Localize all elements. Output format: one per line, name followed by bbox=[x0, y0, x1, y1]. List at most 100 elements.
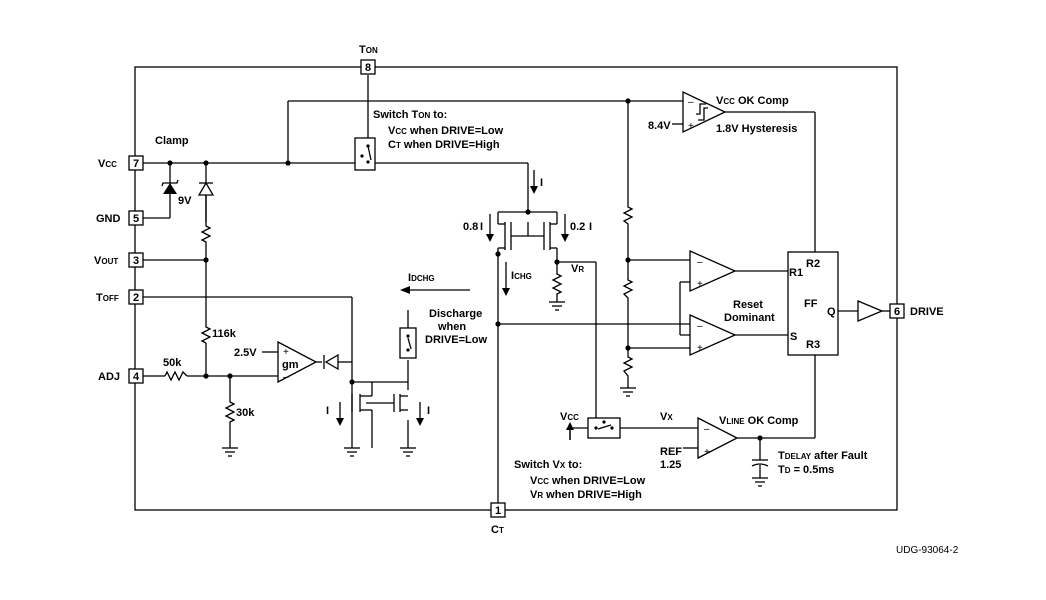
pin-adj-label: ADJ bbox=[98, 371, 120, 383]
vcc-ok-label: VCC OK Comp bbox=[716, 95, 789, 107]
vx-label: VX bbox=[660, 411, 673, 423]
vcc-ok-plus: + bbox=[688, 121, 694, 132]
pin-toff-number: 2 bbox=[133, 292, 139, 304]
ic-boundary bbox=[134, 66, 898, 511]
resistor-div-1 bbox=[622, 205, 634, 228]
switch-ton-title: Switch TON to: bbox=[373, 109, 447, 121]
pin-vout-number: 3 bbox=[133, 255, 139, 267]
current-label-left: I bbox=[326, 405, 329, 417]
pin-ct-number: 1 bbox=[495, 505, 501, 517]
zener-label: 9V bbox=[178, 195, 192, 207]
pin-drive-label: DRIVE bbox=[910, 306, 944, 318]
pin-ct-label: CT bbox=[491, 524, 504, 536]
reset-label-1: Reset bbox=[733, 299, 763, 311]
pin-vcc: 7 VCC bbox=[98, 155, 144, 171]
zener-diode bbox=[161, 179, 179, 194]
ground-symbol-30k bbox=[222, 447, 238, 457]
discharge-label-2: when bbox=[437, 321, 466, 333]
ground-symbol-div bbox=[620, 387, 636, 397]
switch-vx-title: Switch VX to: bbox=[514, 459, 582, 471]
gm-label: gm bbox=[282, 359, 299, 371]
comparator-s bbox=[689, 313, 737, 357]
pin-toff: 2 TOFF bbox=[96, 289, 144, 305]
flip-flop bbox=[787, 251, 839, 356]
tdelay-capacitor bbox=[751, 459, 769, 487]
idchg-arrow bbox=[400, 286, 470, 294]
ff-ff-label: FF bbox=[804, 298, 818, 310]
gm-minus: – bbox=[283, 372, 289, 383]
idchg-label: IDCHG bbox=[408, 272, 435, 284]
comp-r1-plus: + bbox=[697, 279, 703, 290]
comp-s-plus: + bbox=[697, 343, 703, 354]
pin-ct: 1 CT bbox=[490, 502, 506, 536]
vline-ok-minus: – bbox=[704, 424, 710, 435]
mirror-08-label: 0.8 bbox=[463, 221, 478, 233]
comp-s-minus: – bbox=[697, 321, 703, 332]
reset-label-2: Dominant bbox=[724, 312, 775, 324]
pin-vout: 3 VOUT bbox=[94, 252, 144, 268]
current-label-mirror: I bbox=[540, 177, 543, 189]
ff-s-label: S bbox=[790, 331, 797, 343]
r116k-label: 116k bbox=[212, 328, 237, 340]
output-buffer bbox=[857, 300, 884, 322]
resistor-top bbox=[200, 222, 212, 244]
pin-ton-label: TON bbox=[359, 44, 378, 56]
vcc-arrow-up bbox=[566, 422, 574, 440]
figure-id: UDG-93064-2 bbox=[896, 545, 959, 556]
ref-2v5-label: 2.5V bbox=[234, 347, 257, 359]
current-arrow-left bbox=[336, 402, 344, 426]
discharge-label-3: DRIVE=Low bbox=[425, 334, 487, 346]
gm-output-diode bbox=[323, 353, 339, 371]
discharge-mirror bbox=[351, 382, 408, 448]
clamp-label: Clamp bbox=[155, 135, 189, 147]
pin-vcc-number: 7 bbox=[133, 158, 139, 170]
pin-toff-label: TOFF bbox=[96, 292, 119, 304]
resistor-30k bbox=[224, 400, 236, 424]
ref-label-2: 1.25 bbox=[660, 459, 681, 471]
vcc-ok-minus: – bbox=[688, 97, 694, 108]
pin-gnd: 5 GND bbox=[96, 210, 144, 226]
ground-symbol-vr bbox=[549, 301, 565, 311]
vcc-switch-label: VCC bbox=[560, 411, 579, 423]
ichg-arrow bbox=[502, 262, 510, 296]
vline-ok-comparator bbox=[697, 416, 739, 460]
pin-gnd-label: GND bbox=[96, 213, 121, 225]
hysteresis-label: 1.8V Hysteresis bbox=[716, 123, 797, 135]
switch-vx-line2: VR when DRIVE=High bbox=[530, 489, 642, 501]
switch-ton-line1: VCC when DRIVE=Low bbox=[388, 125, 504, 137]
td-label: TD = 0.5ms bbox=[778, 464, 834, 476]
current-label-right: I bbox=[427, 405, 430, 417]
clamp-diode bbox=[197, 181, 215, 222]
pin-adj-number: 4 bbox=[133, 371, 140, 383]
comp-r1-minus: – bbox=[697, 257, 703, 268]
pin-ton: 8 TON bbox=[359, 44, 378, 75]
pin-vout-label: VOUT bbox=[94, 255, 118, 267]
resistor-50k bbox=[164, 370, 188, 382]
ground-symbol-mirror-left bbox=[344, 447, 360, 457]
vr-label: VR bbox=[571, 263, 584, 275]
ground-symbol-mirror-right bbox=[400, 447, 416, 457]
pin-drive: 6 DRIVE bbox=[889, 303, 944, 319]
wiring bbox=[143, 75, 890, 504]
resistor-div-2 bbox=[622, 278, 634, 300]
discharge-switch bbox=[399, 327, 417, 359]
pin-vcc-label: VCC bbox=[98, 158, 117, 170]
gm-plus: + bbox=[283, 347, 289, 358]
resistor-vr bbox=[551, 272, 563, 296]
mirror-08-i: I bbox=[480, 221, 483, 233]
current-arrow-02 bbox=[561, 214, 569, 242]
r30k-label: 30k bbox=[236, 407, 255, 419]
r50k-label: 50k bbox=[163, 357, 182, 369]
mirror-02-i: I bbox=[589, 221, 592, 233]
vx-switch bbox=[587, 417, 621, 439]
ff-q-label: Q bbox=[827, 306, 836, 318]
current-arrow-mirror bbox=[530, 170, 538, 194]
ichg-label: ICHG bbox=[511, 270, 532, 282]
ff-r1-label: R1 bbox=[789, 267, 803, 279]
discharge-label-1: Discharge bbox=[429, 308, 482, 320]
current-arrow-08 bbox=[486, 214, 494, 242]
ff-r2-label: R2 bbox=[806, 258, 820, 270]
gm-amplifier bbox=[277, 340, 318, 384]
charge-mirror bbox=[497, 211, 558, 250]
